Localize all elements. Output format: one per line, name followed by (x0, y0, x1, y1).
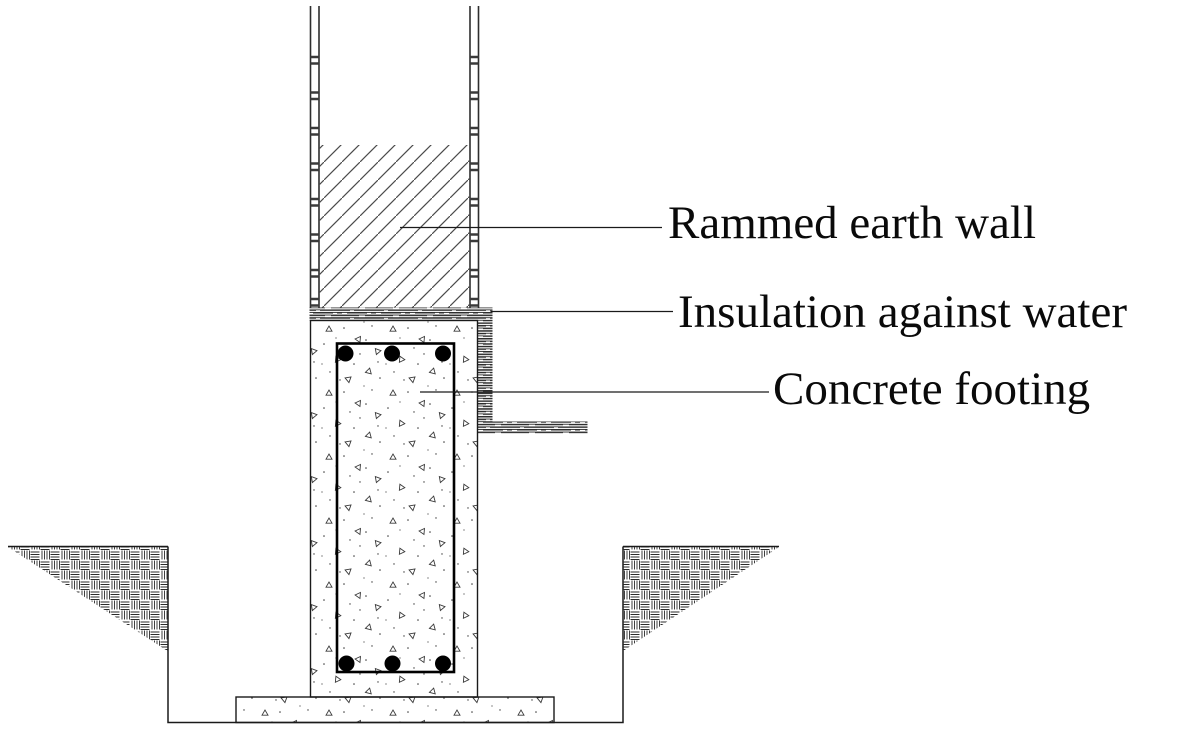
label-insulation-against-water: Insulation against water (678, 286, 1127, 338)
earth-hatch-right (623, 547, 779, 651)
footing-body (309, 319, 479, 698)
membrane-side-strip-speckle (477, 320, 493, 422)
rebar-dot (384, 655, 401, 672)
rebar-dot (337, 345, 354, 362)
rebar-dots (337, 345, 451, 672)
water-insulation-membrane (309, 307, 588, 434)
earth-hatch-left (8, 547, 168, 651)
membrane-lower-strip-speckle (477, 421, 588, 434)
rebar-dot (435, 345, 451, 362)
wall-tick-marks-left (310, 55, 319, 307)
stirrup-outline (335, 342, 456, 674)
rebar-dot (435, 655, 451, 672)
wall-tick-marks-right (470, 55, 479, 307)
rammed-earth-hatch (319, 145, 470, 308)
membrane-top-band-speckle (309, 307, 493, 321)
label-rammed-earth-wall: Rammed earth wall (668, 197, 1036, 249)
rebar-dot (338, 655, 355, 672)
rammed-earth-wall (309, 6, 480, 308)
lean-concrete-base (235, 696, 555, 724)
leader-lines (400, 226, 769, 393)
label-concrete-footing: Concrete footing (773, 363, 1090, 415)
concrete-footing (235, 319, 555, 724)
excavation-and-ground (8, 545, 779, 724)
rebar-dot (384, 345, 400, 362)
